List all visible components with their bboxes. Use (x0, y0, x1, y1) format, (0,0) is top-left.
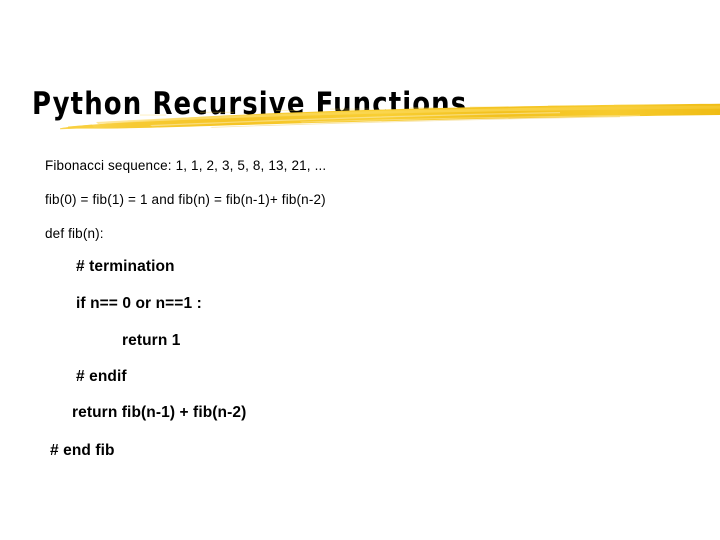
code-line-comment-termination: # termination (76, 258, 175, 275)
code-line-comment-endif: # endif (76, 368, 127, 385)
code-line-if-condition: if n== 0 or n==1 : (76, 295, 202, 312)
code-line-return-recursive: return fib(n-1) + fib(n-2) (72, 404, 247, 421)
body-line-def-fib: def fib(n): (45, 226, 104, 241)
code-line-comment-end-fib: # end fib (50, 442, 115, 459)
code-line-return-one: return 1 (122, 332, 181, 349)
page-title: Python Recursive Functions (32, 85, 468, 122)
body-line-fibonacci-sequence: Fibonacci sequence: 1, 1, 2, 3, 5, 8, 13… (45, 158, 327, 173)
body-line-fib-definition: fib(0) = fib(1) = 1 and fib(n) = fib(n-1… (45, 192, 326, 207)
